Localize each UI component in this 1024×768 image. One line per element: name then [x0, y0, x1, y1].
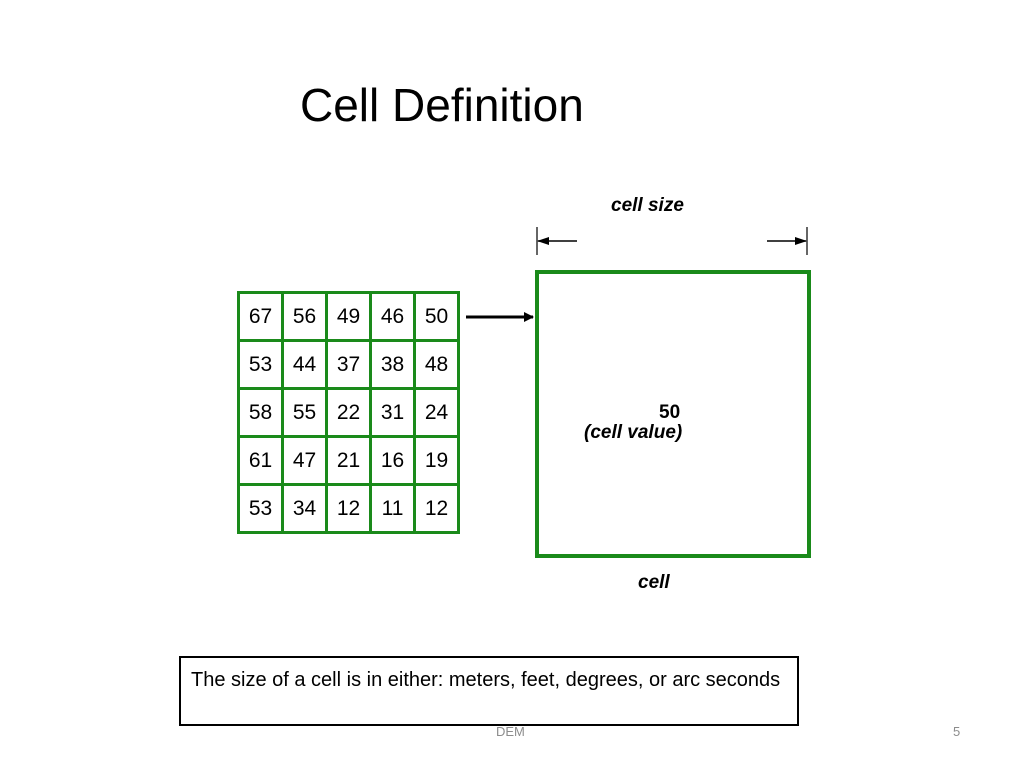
grid-cell: 49	[325, 291, 372, 342]
grid-cell: 46	[369, 291, 416, 342]
grid-cell: 31	[369, 387, 416, 438]
grid-cell: 67	[237, 291, 284, 342]
grid-cell: 61	[237, 435, 284, 486]
grid-cell: 44	[281, 339, 328, 390]
grid-cell: 56	[281, 291, 328, 342]
grid-cell: 55	[281, 387, 328, 438]
grid-cell: 24	[413, 387, 460, 438]
grid-cell: 34	[281, 483, 328, 534]
cell-value-number: 50	[659, 402, 681, 423]
grid-cell: 21	[325, 435, 372, 486]
grid-cell: 53	[237, 339, 284, 390]
grid-cell: 12	[413, 483, 460, 534]
grid-cell: 38	[369, 339, 416, 390]
grid-cell: 22	[325, 387, 372, 438]
grid-cell: 58	[237, 387, 284, 438]
cell-label: cell	[638, 572, 670, 593]
grid-cell: 50	[413, 291, 460, 342]
grid-cell: 48	[413, 339, 460, 390]
single-cell-box	[535, 270, 811, 558]
grid-cell: 53	[237, 483, 284, 534]
grid-cell: 12	[325, 483, 372, 534]
grid-cell: 37	[325, 339, 372, 390]
grid-cell: 19	[413, 435, 460, 486]
cell-size-label: cell size	[611, 195, 684, 216]
footer-text: DEM	[496, 724, 525, 739]
page-number: 5	[953, 724, 961, 739]
note-box: The size of a cell is in either: meters,…	[179, 656, 799, 726]
grid-cell: 47	[281, 435, 328, 486]
grid-cell: 16	[369, 435, 416, 486]
cell-value-label: (cell value)	[584, 422, 683, 443]
grid-cell: 11	[369, 483, 416, 534]
slide-title: Cell Definition	[300, 79, 584, 131]
